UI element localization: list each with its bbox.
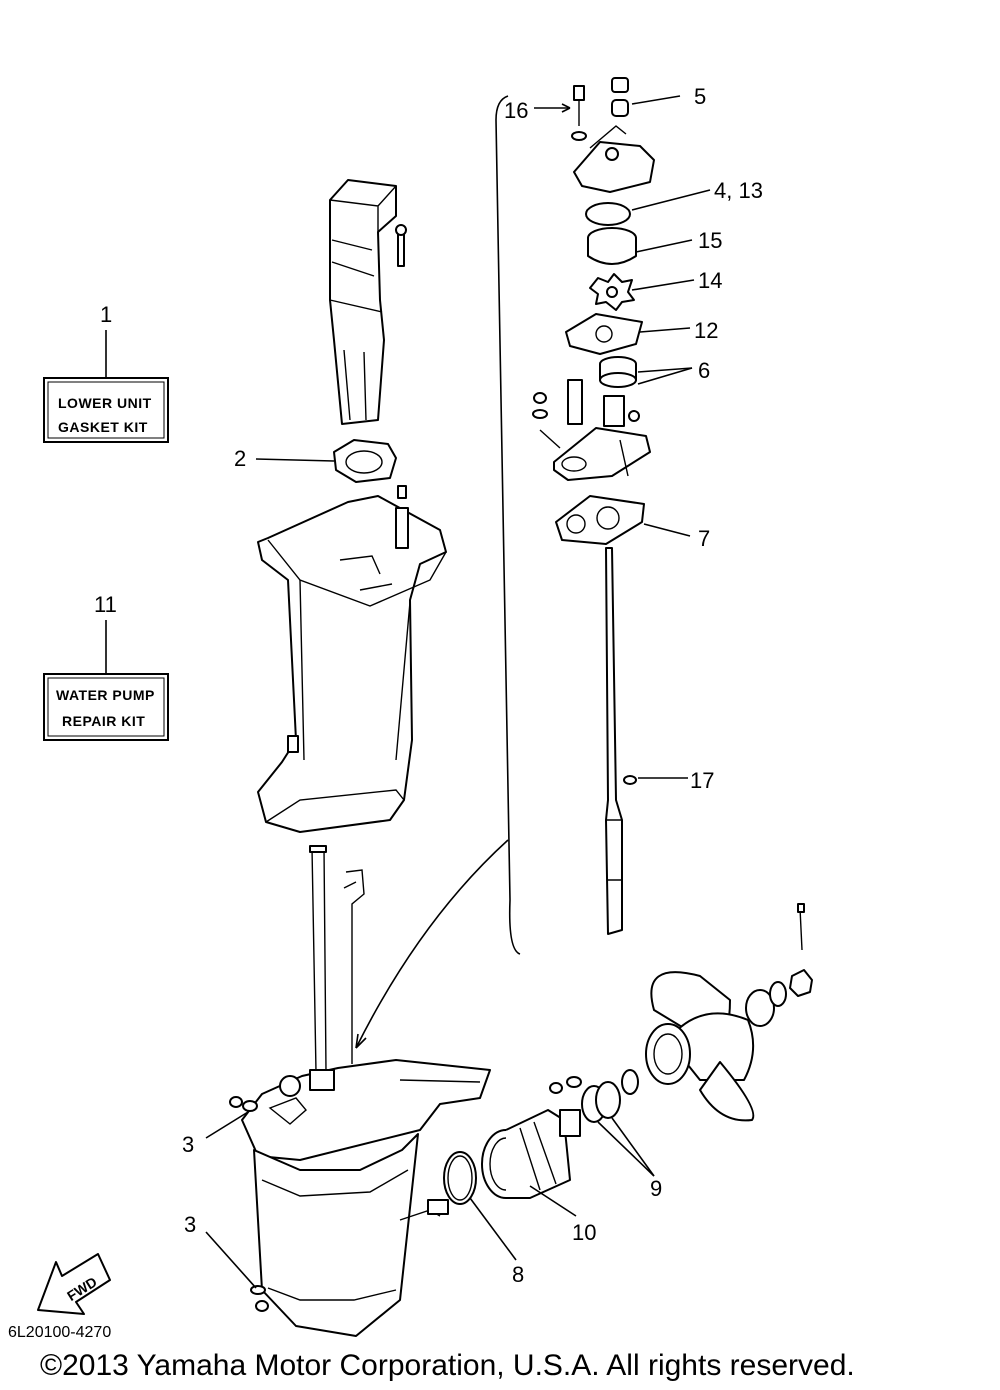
water-pump-stack: 16 5 4, 13 15 14 12 6 xyxy=(355,77,763,1049)
copyright-notice: ©2013 Yamaha Motor Corporation, U.S.A. A… xyxy=(40,1349,855,1382)
callout-3-upper: 3 xyxy=(182,1132,194,1157)
callout-12: 12 xyxy=(694,318,718,343)
callout-7: 7 xyxy=(698,526,710,551)
callout-9: 9 xyxy=(650,1176,662,1201)
propeller-shaft-housing-10: 10 xyxy=(481,1109,596,1245)
callout-6: 6 xyxy=(698,358,710,383)
kit-11-number: 11 xyxy=(94,592,117,617)
kit-1-line1: LOWER UNIT xyxy=(58,395,152,411)
kit-1-line2: GASKET KIT xyxy=(58,419,148,435)
upper-casing xyxy=(257,485,447,833)
propeller xyxy=(645,971,755,1122)
callout-17: 17 xyxy=(690,768,714,793)
callout-16: 16 xyxy=(504,98,528,123)
callout-8: 8 xyxy=(512,1262,524,1287)
exhaust-guide xyxy=(329,179,407,425)
drain-plug-bolts-3: 3 3 xyxy=(182,1096,269,1312)
callout-4-13: 4, 13 xyxy=(714,178,763,203)
forward-direction-arrow: FWD xyxy=(37,1253,111,1315)
bearing-and-seals-9: 9 xyxy=(549,1069,662,1201)
lower-unit-gasket-kit-label: 1 LOWER UNIT GASKET KIT xyxy=(43,302,169,443)
kit-11-line1: WATER PUMP xyxy=(56,687,155,703)
callout-15: 15 xyxy=(698,228,722,253)
document-number: 6L20100-4270 xyxy=(8,1324,112,1341)
kit-11-line2: REPAIR KIT xyxy=(62,713,145,729)
lower-gearcase xyxy=(241,845,491,1337)
callout-10: 10 xyxy=(572,1220,596,1245)
water-pump-repair-kit-label: 11 WATER PUMP REPAIR KIT xyxy=(43,592,169,741)
kit-1-number: 1 xyxy=(100,302,112,327)
callout-14: 14 xyxy=(698,268,722,293)
callout-2: 2 xyxy=(234,446,246,471)
propeller-hardware xyxy=(745,903,813,1027)
o-ring-8: 8 xyxy=(443,1151,524,1287)
callout-5: 5 xyxy=(694,84,706,109)
gasket-2: 2 xyxy=(234,439,397,483)
callout-3-lower: 3 xyxy=(184,1212,196,1237)
